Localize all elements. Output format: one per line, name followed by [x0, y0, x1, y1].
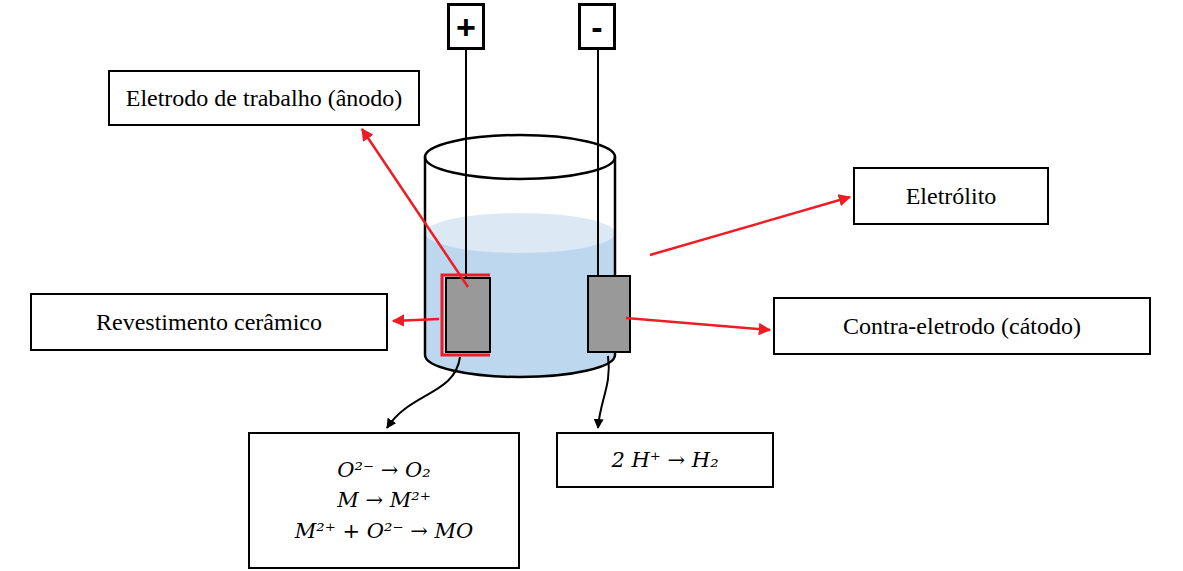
- reaction-box: O²⁻ → O₂M → M²⁺M²⁺ + O²⁻ → MO: [248, 432, 520, 569]
- wire: [465, 50, 467, 278]
- electrolyte-surface: [425, 213, 615, 253]
- leader-arrow: [393, 319, 439, 321]
- label-box: Eletrodo de trabalho (ânodo): [108, 70, 420, 126]
- label-box: Revestimento cerâmico: [30, 293, 388, 351]
- leader-arrow: [626, 318, 770, 330]
- terminal-box: +: [447, 3, 485, 50]
- reaction-arrow: [387, 357, 460, 428]
- label-box: Contra-eletrodo (cátodo): [773, 297, 1151, 355]
- label-box: Eletrólito: [853, 167, 1049, 225]
- working-electrode: [446, 278, 490, 352]
- polarity-sign: -: [591, 10, 602, 44]
- part-label: Contra-eletrodo (cátodo): [843, 312, 1081, 341]
- polarity-sign: +: [456, 10, 476, 44]
- leader-arrow: [362, 129, 468, 287]
- beaker: [425, 135, 615, 377]
- wire: [597, 50, 599, 276]
- counter-electrode: [588, 276, 630, 352]
- reaction-equation: O²⁻ → O₂: [337, 455, 430, 485]
- part-label: Eletrólito: [906, 182, 997, 211]
- ceramic-coating: [442, 275, 490, 355]
- reaction-box: 2 H⁺ → H₂: [556, 432, 774, 488]
- part-label: Eletrodo de trabalho (ânodo): [126, 84, 403, 113]
- electrolyte: [425, 233, 615, 377]
- reaction-equation: 2 H⁺ → H₂: [611, 445, 718, 475]
- part-label: Revestimento cerâmico: [96, 308, 322, 337]
- leader-arrow: [650, 197, 850, 255]
- terminal-box: -: [578, 3, 616, 50]
- reaction-equation: M → M²⁺: [337, 485, 430, 515]
- reaction-arrow: [598, 356, 609, 428]
- reaction-equation: M²⁺ + O²⁻ → MO: [295, 516, 473, 546]
